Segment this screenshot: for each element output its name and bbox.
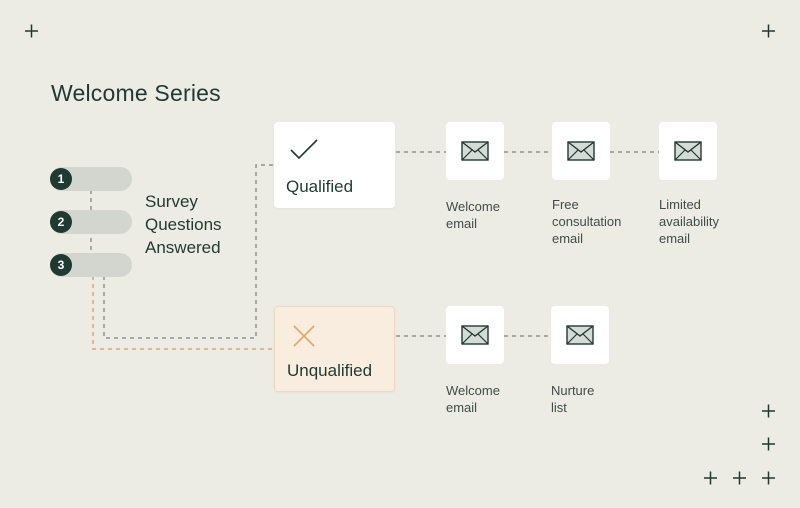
page-title: Welcome Series <box>51 80 221 106</box>
caption-line: Welcome <box>446 383 500 398</box>
limited-availability-email-node[interactable] <box>659 122 717 180</box>
caption-line: consultation <box>552 214 622 229</box>
limited-availability-email-caption: Limited availability email <box>659 196 759 247</box>
caption-line: list <box>551 400 567 415</box>
caption-line: email <box>659 231 691 246</box>
envelope-icon <box>566 325 594 345</box>
survey-label-line: Answered <box>145 238 221 257</box>
qualified-label: Qualified <box>286 177 354 196</box>
welcome-email-node[interactable] <box>446 122 504 180</box>
nurture-list-node[interactable] <box>551 306 609 364</box>
survey-label-line: Survey <box>145 192 198 211</box>
caption-line: Free <box>552 197 579 212</box>
free-consultation-email-node[interactable] <box>552 122 610 180</box>
corner-plus-icon <box>704 404 775 485</box>
step-number: 2 <box>50 211 72 233</box>
step-number: 3 <box>50 254 72 276</box>
unqualified-card[interactable]: Unqualified <box>274 306 395 392</box>
caption-line: Nurture <box>551 383 595 398</box>
check-icon <box>290 139 318 160</box>
welcome-email-caption: Welcome email <box>446 198 546 232</box>
x-icon <box>293 325 315 347</box>
corner-plus-icon <box>762 24 775 38</box>
step-number: 1 <box>50 168 72 190</box>
nurture-list-caption: Nurture list <box>551 382 651 416</box>
survey-label: Survey Questions Answered <box>145 190 255 259</box>
survey-label-line: Questions <box>145 215 222 234</box>
caption-line: Welcome <box>446 199 500 214</box>
corner-plus-icon <box>25 24 38 38</box>
caption-line: email <box>446 400 478 415</box>
envelope-icon <box>461 325 489 345</box>
welcome-email-caption: Welcome email <box>446 382 546 416</box>
envelope-icon <box>567 141 595 161</box>
welcome-email-node[interactable] <box>446 306 504 364</box>
envelope-icon <box>461 141 489 161</box>
caption-line: email <box>552 231 584 246</box>
caption-line: email <box>446 216 478 231</box>
unqualified-label: Unqualified <box>287 361 373 380</box>
qualified-card[interactable]: Qualified <box>274 122 395 208</box>
caption-line: availability <box>659 214 719 229</box>
envelope-icon <box>674 141 702 161</box>
free-consultation-email-caption: Free consultation email <box>552 196 652 247</box>
caption-line: Limited <box>659 197 701 212</box>
